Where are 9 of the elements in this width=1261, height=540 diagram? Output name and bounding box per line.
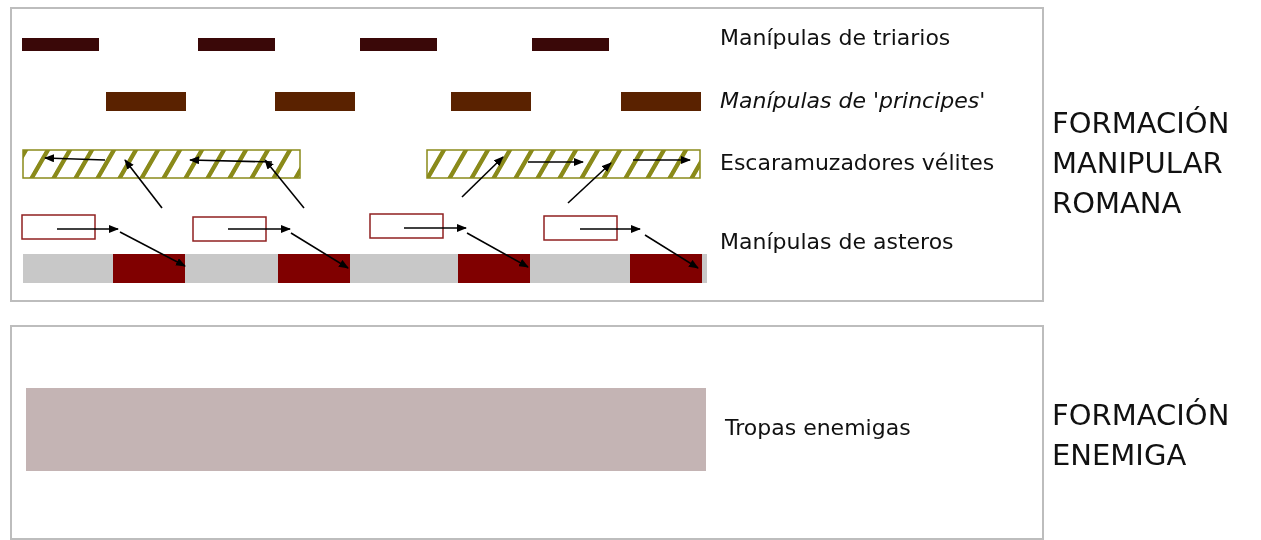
unit-label: Manípulas de triarios <box>720 25 951 51</box>
unit-label: Escaramuzadores vélites <box>720 150 995 176</box>
formation-panel <box>10 325 1044 540</box>
unit-label: Manípulas de asteros <box>720 229 954 255</box>
formation-heading: FORMACIÓN MANIPULAR ROMANA <box>1052 105 1231 222</box>
unit-label: Manípulas de 'principes' <box>720 88 986 114</box>
unit-label: Tropas enemigas <box>725 415 911 441</box>
formation-heading: FORMACIÓN ENEMIGA <box>1052 397 1231 474</box>
formation-panel <box>10 7 1044 302</box>
